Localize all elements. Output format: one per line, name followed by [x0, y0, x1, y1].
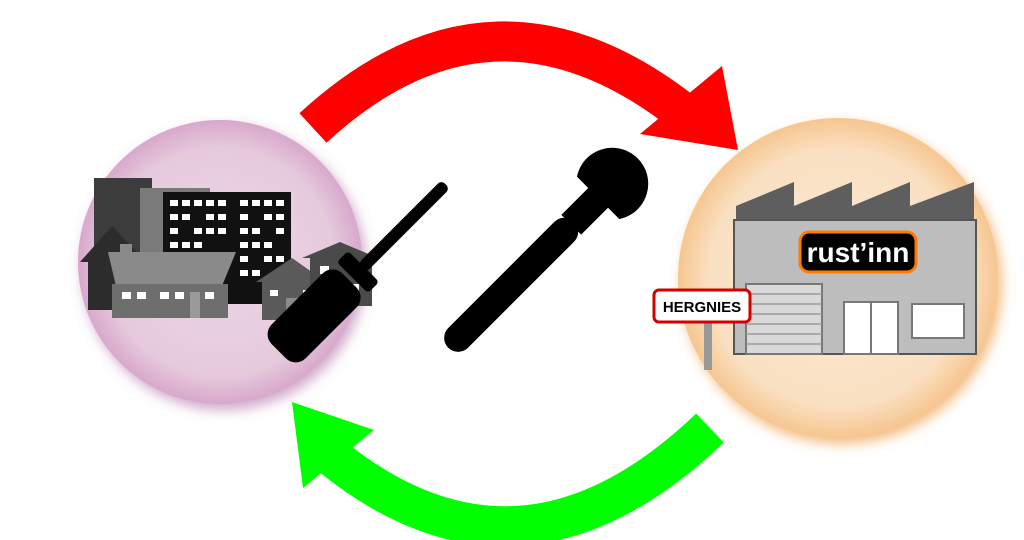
green-arrow-bottom	[292, 402, 724, 540]
brand-sign: rust’inn	[798, 230, 918, 274]
town-sign-label: HERGNIES	[663, 299, 741, 316]
sign-post	[704, 318, 712, 370]
red-arrow-top	[299, 21, 738, 150]
brand-label: rust’inn	[807, 237, 910, 268]
left-town-node	[78, 120, 378, 404]
tools-icon	[267, 147, 649, 363]
right-factory-node: rust’inn HERGNIES	[652, 118, 998, 438]
town-sign: HERGNIES	[652, 288, 752, 370]
